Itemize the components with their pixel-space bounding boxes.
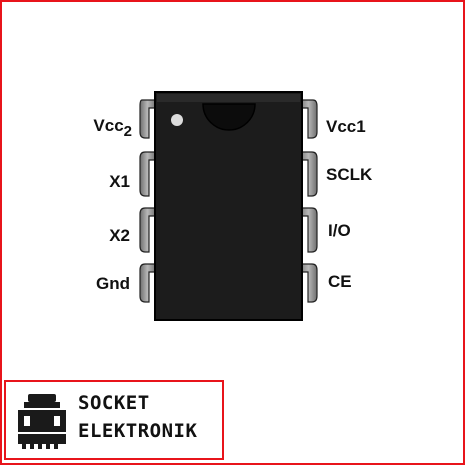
left-pins [139,99,156,303]
pin-3 [139,207,156,253]
pin-label-x2: X2 [109,226,130,245]
pin-2 [139,151,156,197]
pin-5 [299,263,318,303]
pin-label-gnd: Gnd [96,274,130,293]
chip-body [154,91,303,321]
pin-label-x1: X1 [109,172,130,191]
right-pins [299,99,318,303]
pin-7 [299,151,318,197]
pin-6 [299,207,318,253]
pin-label-sclk: SCLK [326,165,373,184]
brand-logo: SOCKET ELEKTRONIK [4,380,224,460]
pin-8 [139,99,156,139]
pin-label-ce: CE [328,272,352,291]
pin1-notch [202,103,256,131]
pin-label-vcc2: Vcc2 [93,116,132,140]
pin-label-vcc1: Vcc1 [326,117,366,136]
chip-socket-icon [18,394,66,449]
pin-4 [139,263,156,303]
pin1-marker-dot [171,114,183,126]
pin-label-io: I/O [328,221,351,240]
logo-text-socket: SOCKET [78,392,150,414]
logo-text-elektronik: ELEKTRONIK [78,420,198,442]
pin-1 [299,99,318,139]
